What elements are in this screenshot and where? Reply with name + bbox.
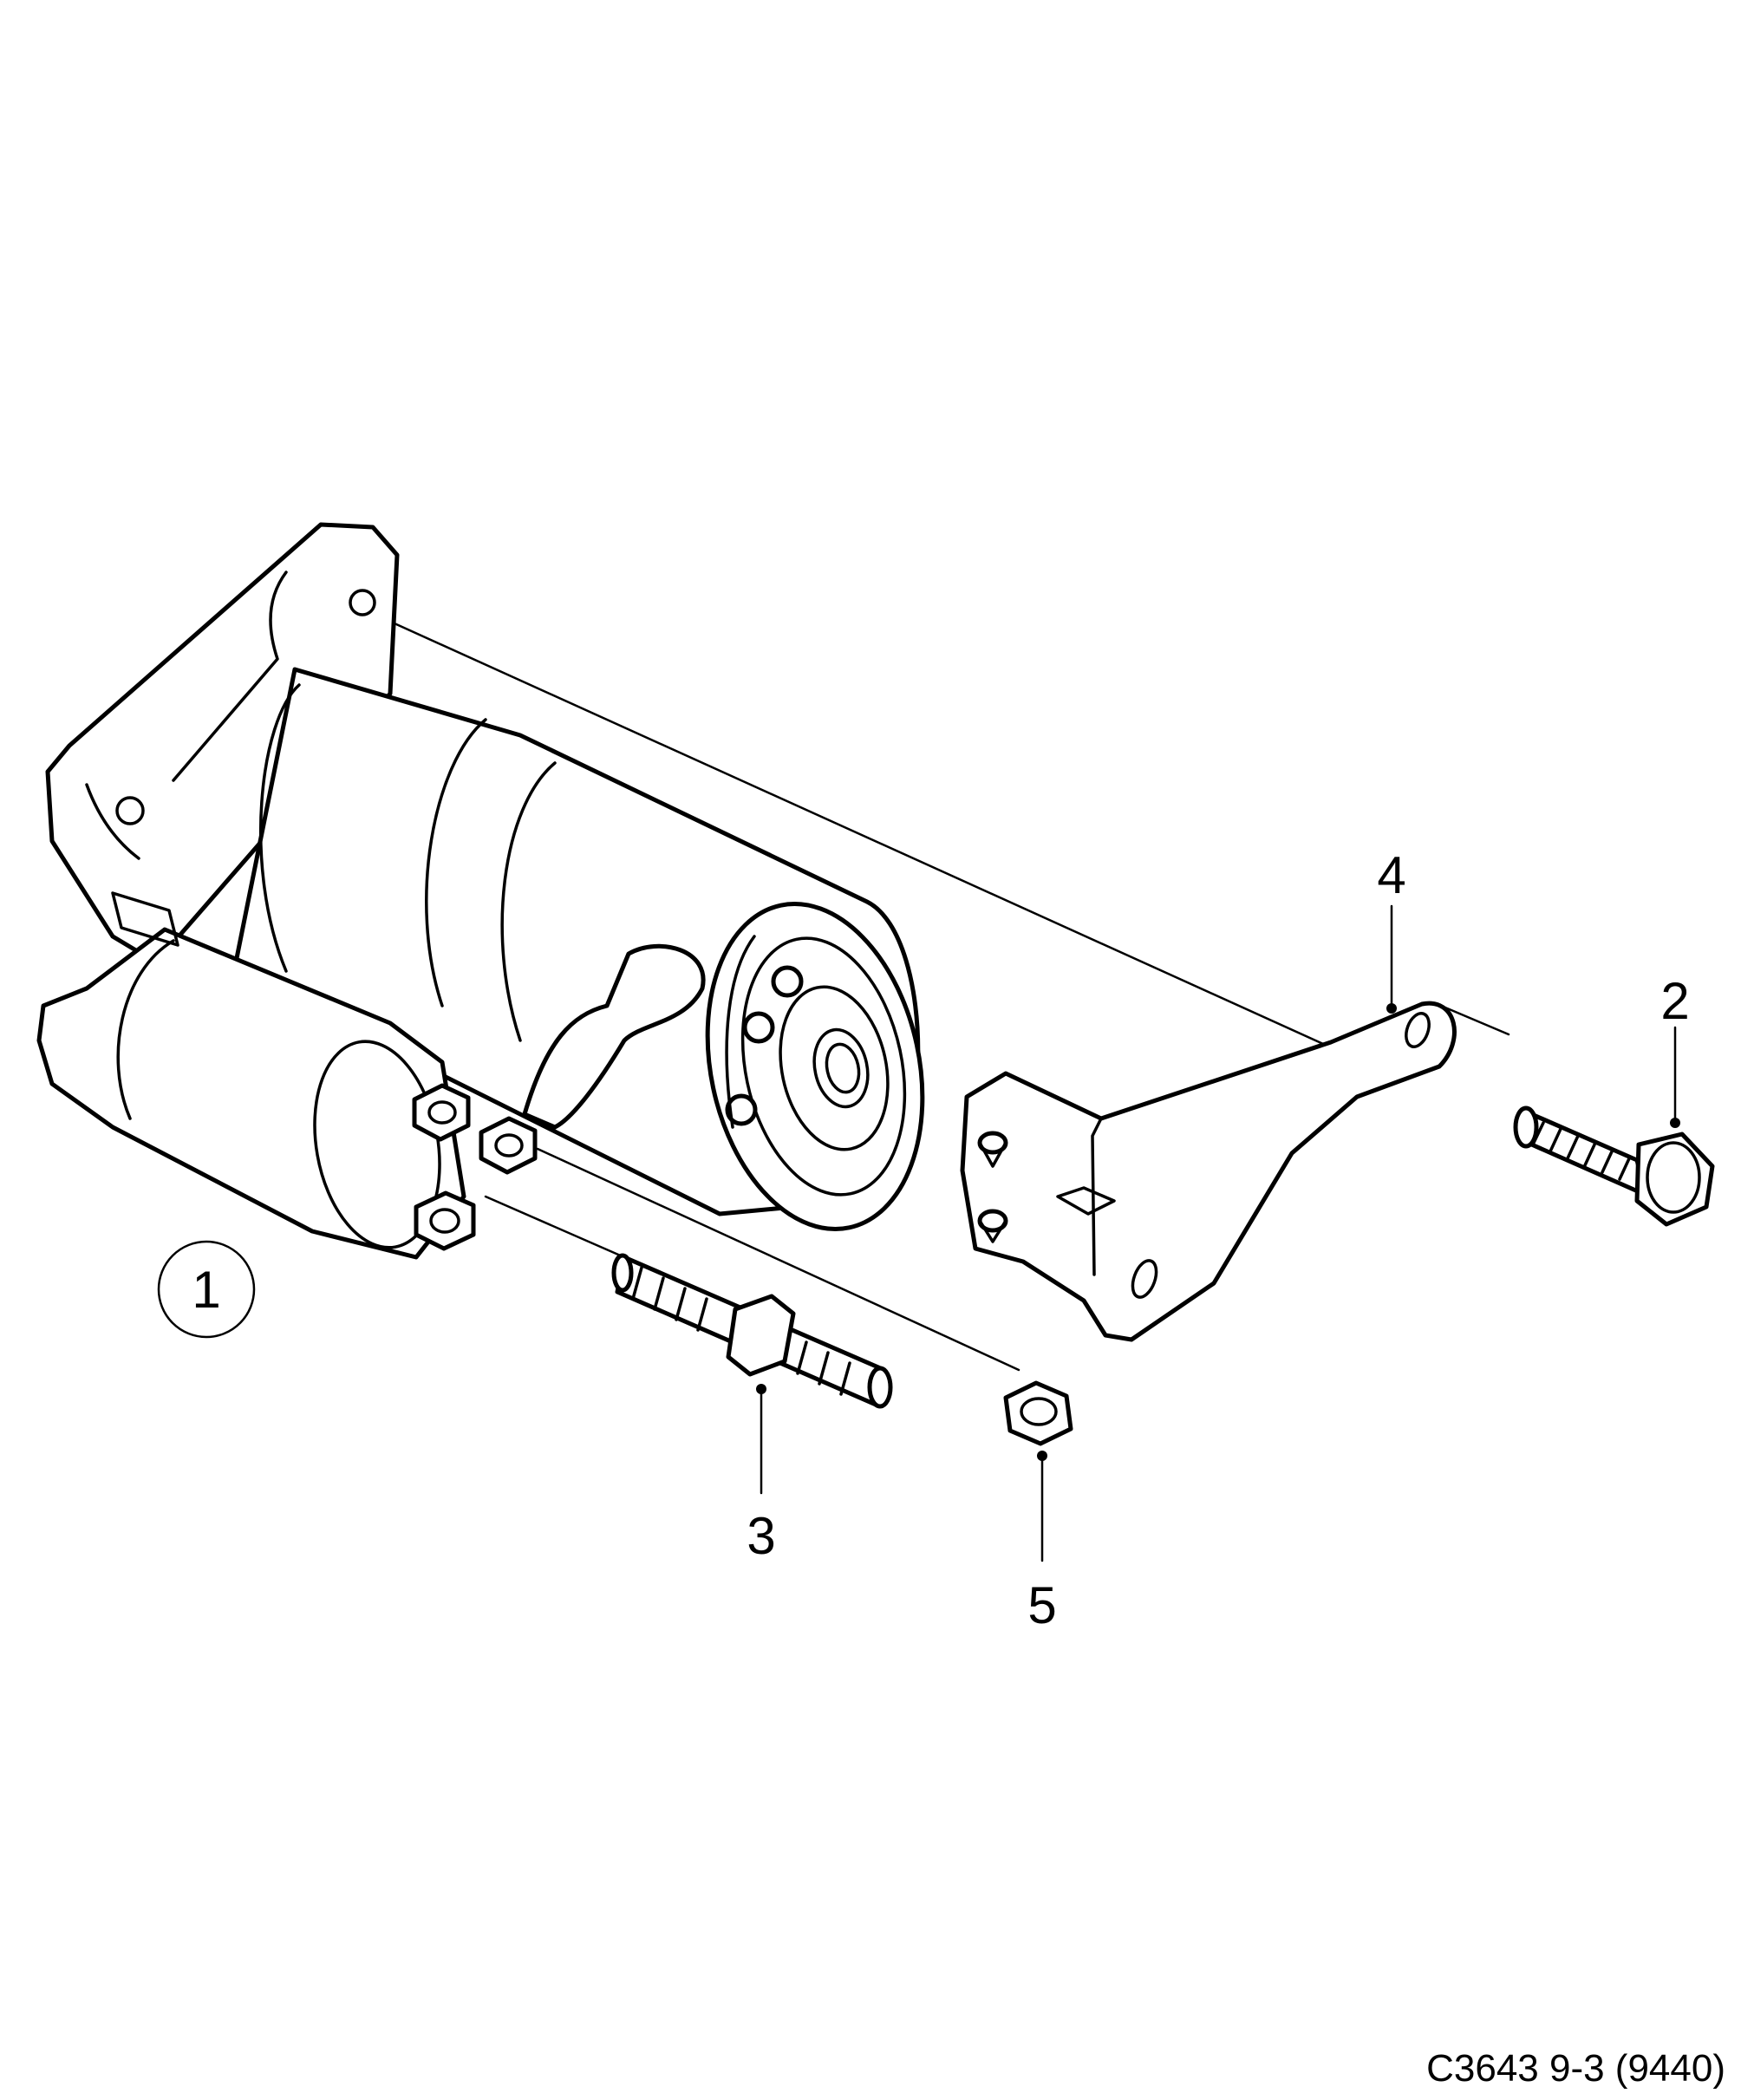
flange-bolt <box>1513 1105 1715 1227</box>
terminal-nut-lower <box>414 1190 476 1251</box>
callout-5-label: 5 <box>1027 1576 1056 1634</box>
figure-caption: C3643 9-3 (9440) <box>1426 2047 1725 2090</box>
callout-4-label: 4 <box>1377 846 1405 904</box>
starter-motor <box>36 522 925 1260</box>
terminal-nut-middle <box>479 1116 538 1175</box>
stud <box>611 1253 893 1409</box>
callout-2-label: 2 <box>1660 972 1689 1030</box>
flange-nut <box>1003 1380 1073 1446</box>
callout-3-label: 3 <box>747 1507 775 1565</box>
callout-1-label: 1 <box>192 1261 220 1319</box>
mounting-bracket <box>960 1001 1457 1342</box>
callout-leaders <box>756 904 1680 1562</box>
callout-1-circle <box>157 1240 256 1339</box>
terminal-nut-upper <box>412 1083 471 1142</box>
